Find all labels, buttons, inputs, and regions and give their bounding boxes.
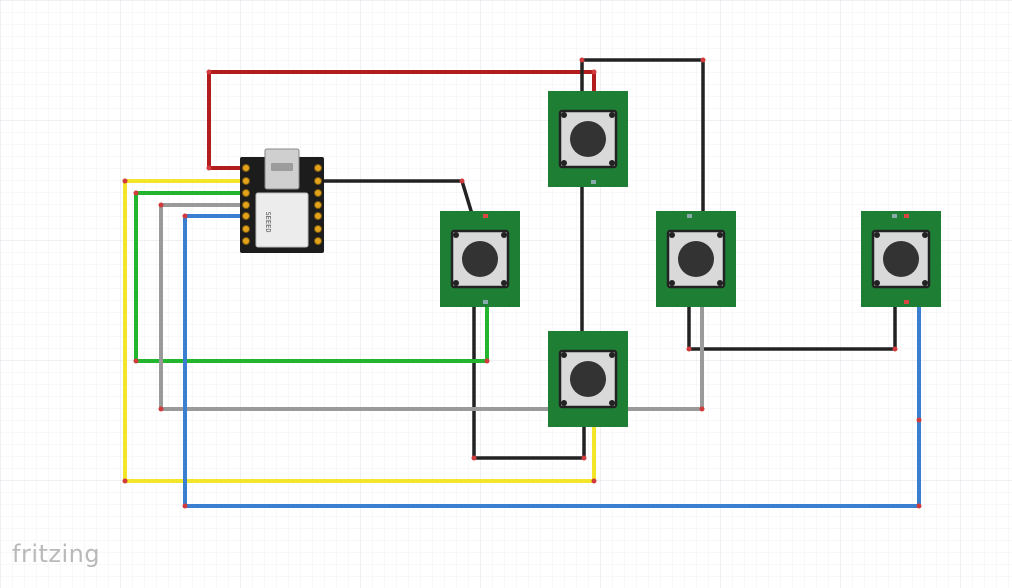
board-label: SEEED xyxy=(264,211,272,232)
pushbutton-2[interactable] xyxy=(548,91,628,187)
fritzing-logo: fritzing xyxy=(12,540,101,568)
seeed-xiao-board[interactable]: SEEED xyxy=(240,148,324,253)
pushbutton-1[interactable] xyxy=(440,211,520,307)
board-pins-right xyxy=(314,164,322,245)
wire-black-button4-to-button5[interactable] xyxy=(687,300,897,351)
pushbutton-3[interactable] xyxy=(548,331,628,427)
board-shield xyxy=(255,192,309,248)
pushbutton-4[interactable] xyxy=(656,211,736,307)
wire-black-button1-to-button3[interactable] xyxy=(472,300,586,460)
wire-black-button2-to-button4[interactable] xyxy=(580,58,705,218)
board-pins-left xyxy=(242,164,250,245)
wire-bendpoints xyxy=(122,57,922,509)
pushbutton-5[interactable] xyxy=(861,211,941,307)
